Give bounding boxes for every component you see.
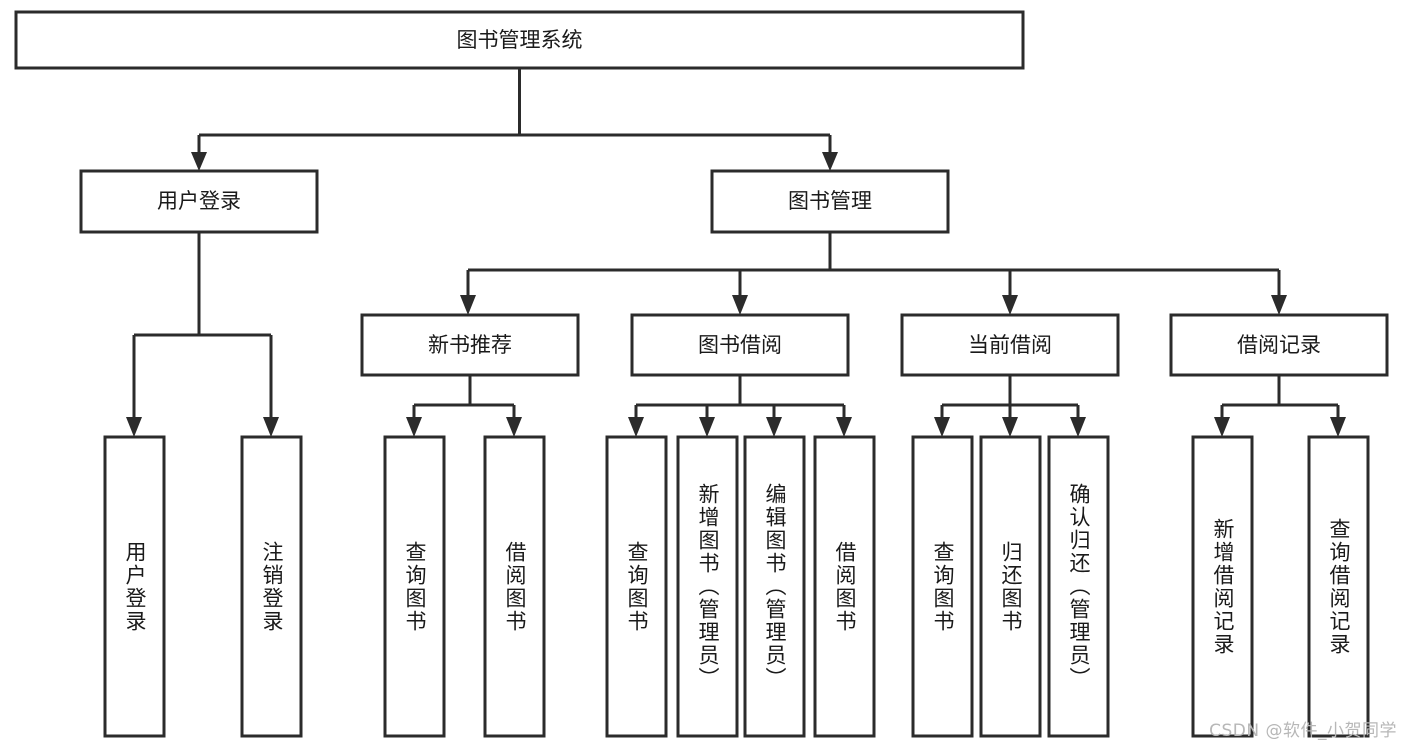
node-new-book-recommend[interactable] [360,313,580,377]
node-leaf-cb-return-book[interactable] [979,435,1042,738]
arrow-head-user-login [191,152,207,171]
node-book-management[interactable] [710,169,950,234]
arrow-head-new-book-recommend [460,295,476,315]
node-borrow-record-label: 借阅记录 [1237,333,1321,357]
arrow-head-bb-edit-book [766,417,782,437]
node-user-login-label: 用户登录 [157,189,241,213]
node-user-login[interactable] [79,169,319,234]
node-leaf-nb-query-book[interactable] [383,435,446,738]
node-leaf-bb-edit-book[interactable] [743,435,806,738]
node-leaf-logout[interactable] [240,435,303,738]
arrow-head-leaf-logout [263,417,279,437]
arrow-head-leaf-user-login [126,417,142,437]
node-root[interactable] [14,10,1025,70]
node-book-borrow[interactable] [630,313,850,377]
node-leaf-bb-add-book[interactable] [676,435,739,738]
arrow-head-nb-query-book [406,417,422,437]
arrow-head-cb-return-book [1002,417,1018,437]
arrow-head-bb-borrow-book [836,417,852,437]
node-leaf-user-login[interactable] [103,435,166,738]
node-borrow-record[interactable] [1169,313,1389,377]
arrow-head-br-add-record [1214,417,1230,437]
node-leaf-nb-borrow-book[interactable] [483,435,546,738]
node-root-label: 图书管理系统 [457,28,583,52]
node-book-borrow-label: 图书借阅 [698,333,782,357]
arrow-head-bb-add-book [699,417,715,437]
node-leaf-bb-borrow-book[interactable] [813,435,876,738]
node-new-book-recommend-label: 新书推荐 [428,333,512,357]
arrow-head-cb-confirm-return [1070,417,1086,437]
arrow-head-nb-borrow-book [506,417,522,437]
node-current-borrow-label: 当前借阅 [968,333,1052,357]
arrow-head-cb-query-book [934,417,950,437]
arrow-head-book-mgmt [822,152,838,171]
node-leaf-cb-confirm-return[interactable] [1047,435,1110,738]
node-leaf-bb-query-book[interactable] [605,435,668,738]
node-leaf-br-query-record[interactable] [1307,435,1370,738]
arrow-head-current-borrow [1002,295,1018,315]
node-leaf-cb-query-book[interactable] [911,435,974,738]
arrow-head-br-query-record [1330,417,1346,437]
node-leaf-br-add-record[interactable] [1191,435,1254,738]
arrow-head-book-borrow [732,295,748,315]
arrow-head-bb-query-book [628,417,644,437]
arrow-head-borrow-record [1271,295,1287,315]
node-current-borrow[interactable] [900,313,1120,377]
node-book-management-label: 图书管理 [788,189,872,213]
watermark-text: CSDN @软件_小贺同学 [1209,721,1397,741]
